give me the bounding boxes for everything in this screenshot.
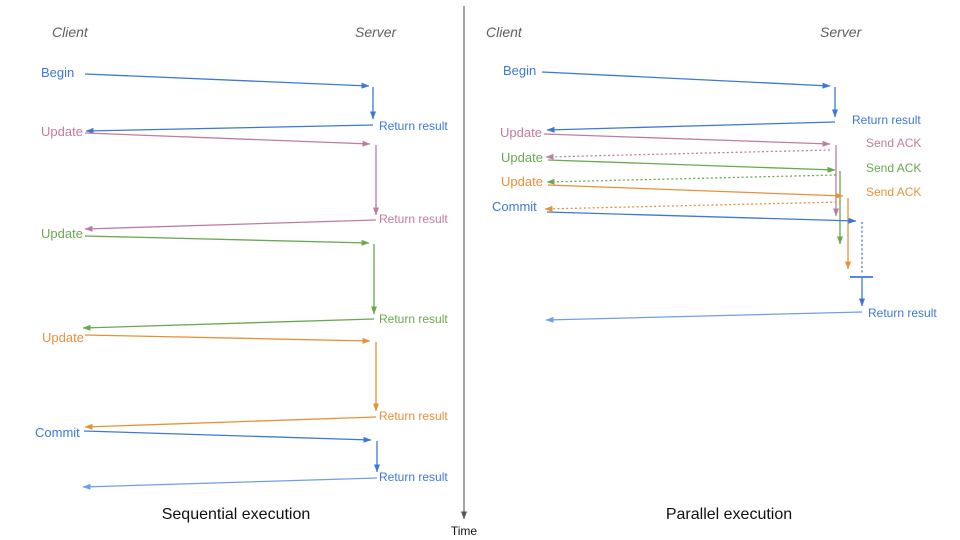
- par-commit-request-arrow: [546, 211, 857, 224]
- seq-return-result-4: Return result: [379, 409, 448, 423]
- seq-update-2-label: Update: [41, 226, 83, 241]
- par-update2-ack-arrow: [546, 174, 837, 185]
- seq-return-result-1: Return result: [379, 119, 448, 133]
- seq-caption: Sequential execution: [161, 506, 311, 523]
- par-client-header: Client: [486, 24, 522, 40]
- par-commit-return-arrow: [545, 311, 863, 323]
- seq-begin-request-arrow: [84, 73, 370, 89]
- seq-update-1-label: Update: [41, 124, 83, 139]
- par-begin-return-arrow: [546, 121, 836, 133]
- par-send-ack-1: Send ACK: [866, 136, 922, 150]
- seq-commit-label: Commit: [35, 425, 80, 440]
- time-axis-label: Time: [450, 524, 478, 538]
- par-update-3-label: Update: [501, 174, 543, 189]
- par-update-2-label: Update: [501, 150, 543, 165]
- seq-update3-return-arrow: [84, 416, 377, 430]
- par-caption: Parallel execution: [665, 506, 793, 523]
- seq-update3-request-arrow: [84, 334, 371, 344]
- par-commit-label: Commit: [492, 199, 537, 214]
- seq-update1-return-arrow: [84, 219, 377, 232]
- par-send-ack-3: Send ACK: [866, 185, 922, 199]
- seq-update1-request-arrow: [84, 132, 371, 147]
- par-update2-request-arrow: [547, 159, 836, 173]
- seq-update2-return-arrow: [82, 318, 375, 331]
- par-server-header: Server: [820, 24, 862, 40]
- par-update-1-label: Update: [500, 125, 542, 140]
- par-update3-request-arrow: [547, 184, 844, 199]
- seq-begin-label: Begin: [41, 65, 75, 80]
- arrow-layer: [82, 6, 873, 520]
- par-update3-ack-arrow: [544, 201, 842, 212]
- seq-update-3-label: Update: [42, 330, 84, 345]
- seq-commit-return-arrow: [82, 477, 378, 490]
- par-return-result-1: Return result: [852, 113, 921, 127]
- par-update1-request-arrow: [543, 133, 831, 147]
- seq-server-header: Server: [355, 24, 397, 40]
- seq-return-result-5: Return result: [379, 470, 448, 484]
- par-begin-label: Begin: [503, 63, 537, 78]
- par-update1-ack-arrow: [545, 149, 831, 160]
- seq-commit-request-arrow: [83, 430, 372, 443]
- seq-update2-request-arrow: [84, 235, 370, 246]
- seq-begin-return-arrow: [85, 124, 374, 134]
- seq-return-result-3: Return result: [379, 312, 448, 326]
- seq-return-result-2: Return result: [379, 212, 448, 226]
- par-send-ack-2: Send ACK: [866, 161, 922, 175]
- par-return-result-2: Return result: [868, 306, 937, 320]
- par-begin-request-arrow: [541, 71, 831, 89]
- seq-client-header: Client: [52, 24, 88, 40]
